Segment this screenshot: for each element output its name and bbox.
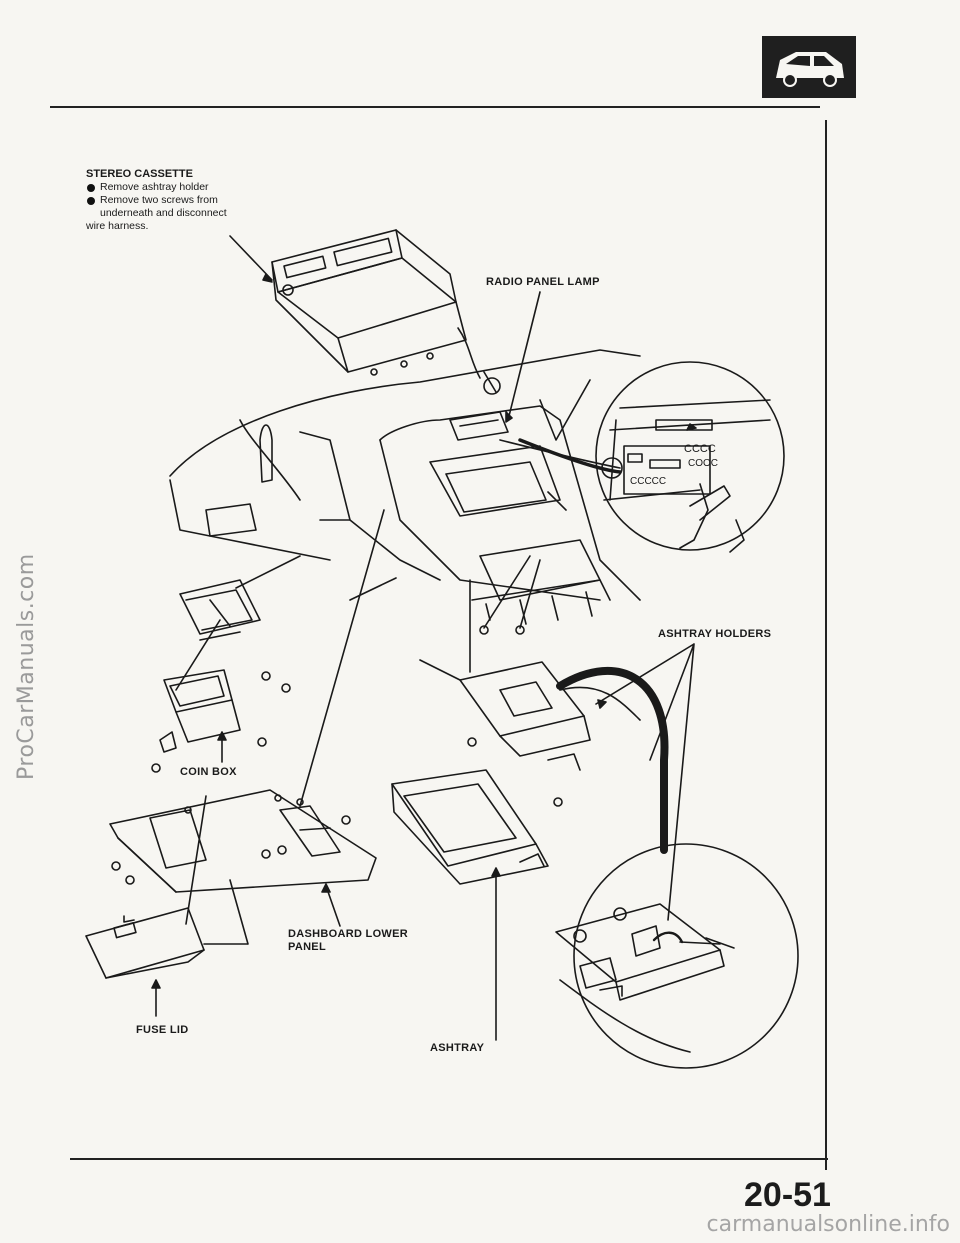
stereo-step: Remove two screws from underneath and di… [86,194,227,220]
frame-right-rule [825,120,827,1170]
arrowhead-icon [491,867,501,877]
stereo-cassette-unit [271,229,501,395]
dashboard-center-console [169,349,641,635]
radio-panel-lamp-inset [595,361,785,553]
ashtray-holder [419,579,641,807]
coin-box-label: COIN BOX [180,766,237,778]
inset-button-row: COOC [688,458,718,469]
bullet-icon [87,184,95,192]
fuse-lid-label: FUSE LID [136,1024,189,1036]
stereo-step-continuation: underneath and disconnect [100,207,227,219]
ashtray-holders-leader [595,643,695,921]
stereo-cassette-title: STEREO CASSETTE [86,168,193,180]
arrowhead-icon [321,883,331,893]
stereo-cassette-note: STEREO CASSETTE Remove ashtray holder Re… [86,168,227,233]
stereo-steps: Remove ashtray holder Remove two screws … [86,181,227,220]
fuse-lid [85,795,249,979]
arrowhead-icon [262,273,273,283]
bullet-icon [87,197,95,205]
dashboard-lower-panel [109,509,397,893]
inset-pointer [556,666,669,854]
inset-button-row: CCCCC [630,476,666,487]
footer-rule [70,1158,828,1160]
ashtray-holders-label: ASHTRAY HOLDERS [658,628,772,640]
header-rule [50,106,820,108]
bottom-watermark: carmanualsonline.info [706,1212,950,1237]
radio-lamp-leader [507,291,541,421]
inset-pointer [518,438,622,474]
arrowhead-icon [597,699,607,709]
car-body-icon [762,36,856,98]
ashtray [391,769,549,885]
coin-box-assembly [151,555,301,773]
ashtray-holder-clip-inset [555,843,799,1069]
ashtray-label: ASHTRAY [430,1042,485,1054]
arrowhead-icon [217,731,227,741]
inset-button-row: CCCC [684,443,716,455]
stereo-leader [229,235,273,281]
dashboard-lower-panel-label: DASHBOARD LOWER PANEL [288,928,408,953]
arrowhead-icon [505,411,513,423]
page-number: 20-51 [744,1176,831,1214]
radio-panel-lamp-label: RADIO PANEL LAMP [486,276,600,288]
arrowhead-icon [151,979,161,989]
stereo-step: Remove ashtray holder [86,181,227,194]
stereo-step-continuation: wire harness. [86,220,149,232]
